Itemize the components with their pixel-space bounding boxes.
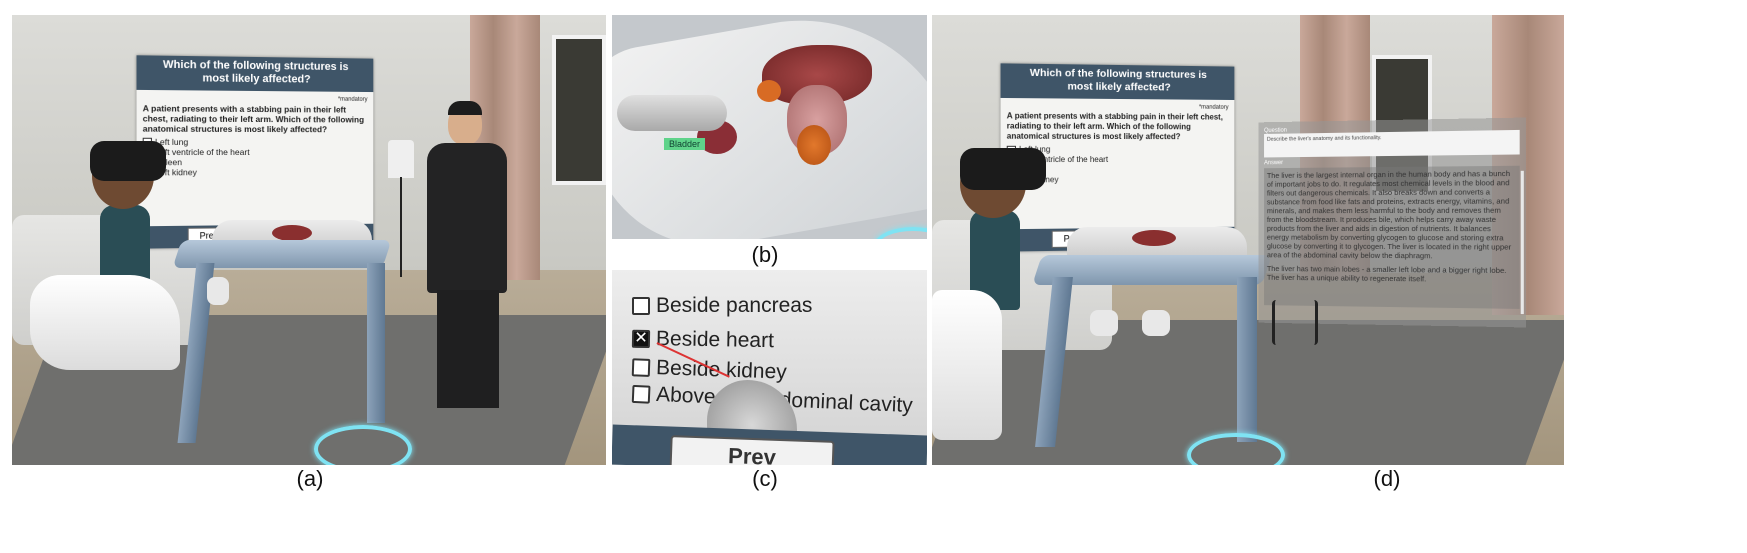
- checkbox-icon[interactable]: [631, 358, 651, 377]
- teleport-ring-icon[interactable]: [1187, 433, 1285, 465]
- checkbox-checked-icon[interactable]: ✕: [631, 329, 651, 349]
- quiz-option[interactable]: Spleen: [142, 157, 368, 167]
- quiz-title: Which of the following structures is mos…: [136, 55, 374, 93]
- quiz-option[interactable]: Left lung: [142, 137, 368, 147]
- ai-answer-text-2: The liver has two main lobes - a smaller…: [1266, 264, 1507, 284]
- quiz-question: A patient presents with a stabbing pain …: [1006, 111, 1223, 142]
- closeup-option-pancreas[interactable]: Beside pancreas: [632, 294, 812, 318]
- table-leg-right: [367, 263, 385, 423]
- ai-qa-panel: Question Describe the liver's anatomy an…: [1258, 117, 1526, 328]
- closeup-option-kidney[interactable]: Beside kidney: [631, 355, 787, 384]
- ai-question-field[interactable]: Describe the liver's anatomy and its fun…: [1264, 129, 1520, 158]
- organ-kidney[interactable]: [797, 125, 831, 165]
- vr-scene-quiz-panel: Which of the following structures is mos…: [12, 15, 606, 465]
- quiz-body: *mandatory A patient presents with a sta…: [137, 90, 374, 181]
- checkbox-icon[interactable]: [631, 384, 651, 404]
- vr-scene-ai-panel: Which of the following structures is mos…: [932, 15, 1564, 465]
- sheet-drape: [932, 290, 1002, 440]
- panel-stand: [1272, 300, 1318, 345]
- quiz-option[interactable]: Left ventricle of the heart: [142, 147, 368, 157]
- caption-b: (b): [751, 242, 779, 267]
- instructor-avatar-body: [427, 143, 507, 293]
- ai-answer-text: The liver is the largest internal organ …: [1266, 168, 1512, 261]
- quiz-title: Which of the following structures is mos…: [1000, 63, 1235, 101]
- quiz-question: A patient presents with a stabbing pain …: [142, 103, 365, 135]
- lamp-pole: [400, 177, 402, 277]
- caption-d: (d): [1373, 466, 1401, 491]
- vr-hand-icon: [207, 277, 229, 305]
- floor-lamp: [388, 140, 414, 178]
- organ-kidney-small[interactable]: [757, 80, 781, 102]
- table-leg-right: [1237, 277, 1257, 442]
- closeup-prev-button[interactable]: Prev: [669, 435, 835, 465]
- vr-answer-closeup-panel: Beside pancreas ✕ Beside heart Beside ki…: [612, 270, 927, 465]
- vr-headset-icon: [90, 141, 166, 181]
- organ-label: Bladder: [664, 138, 706, 150]
- closeup-option-heart[interactable]: ✕ Beside heart: [631, 327, 774, 353]
- checkbox-icon[interactable]: [632, 297, 650, 315]
- vr-hand-icon: [617, 95, 727, 131]
- ai-panel-scrollbar[interactable]: [1520, 170, 1524, 315]
- instructor-avatar-hair: [448, 101, 482, 115]
- ai-answer-box[interactable]: The liver is the largest internal organ …: [1264, 165, 1520, 309]
- window: [552, 35, 606, 185]
- sheet-drape: [30, 275, 180, 370]
- ai-answer-label: Answer: [1264, 160, 1284, 167]
- vr-hand-icon: [1142, 310, 1170, 336]
- organ-exposure: [1132, 230, 1176, 246]
- teleport-ring-icon[interactable]: [874, 227, 927, 239]
- quiz-option[interactable]: Left kidney: [142, 167, 368, 178]
- instructor-avatar-legs: [437, 290, 499, 408]
- vr-headset-icon: [960, 148, 1046, 190]
- vr-organ-closeup-panel: Bladder: [612, 15, 927, 239]
- vr-hand-icon: [1090, 310, 1118, 336]
- caption-c: (c): [752, 466, 778, 491]
- organ-exposure: [272, 225, 312, 241]
- teleport-ring-icon[interactable]: [314, 425, 412, 465]
- caption-a: (a): [296, 466, 324, 491]
